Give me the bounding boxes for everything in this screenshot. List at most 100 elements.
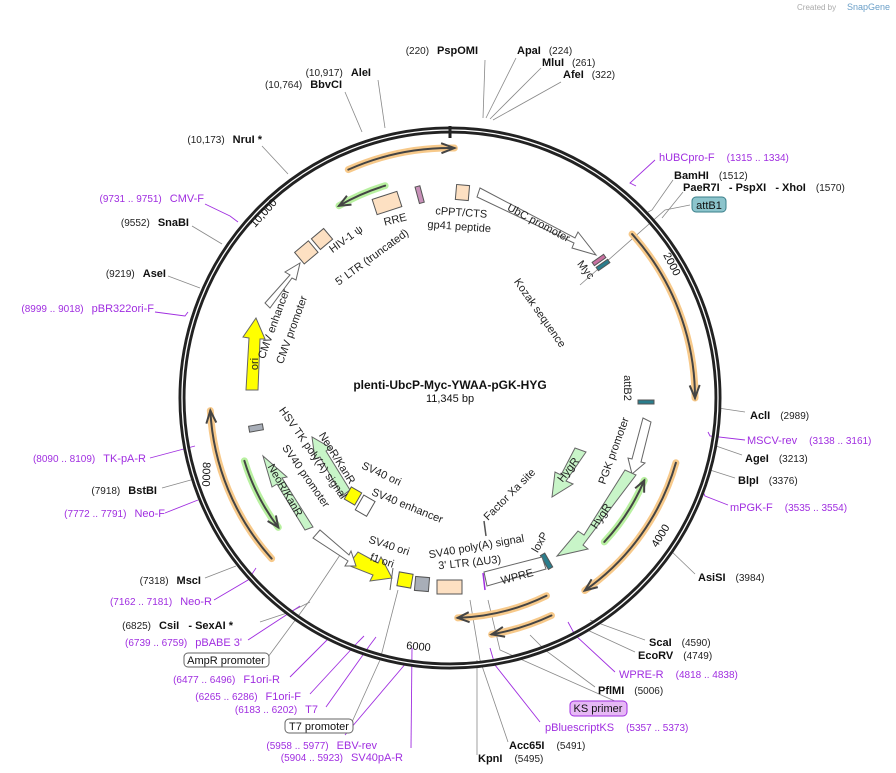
primer-sv40pa-r[interactable]: (5904 .. 5923)SV40pA-R [281, 752, 403, 764]
label-position: (5904 .. 5923) [281, 753, 343, 764]
label-position: (224) [549, 46, 572, 57]
label-ubc-promoter: UbC promoter [505, 202, 572, 245]
feature-pgk-promoter[interactable] [627, 417, 652, 475]
site-msci[interactable]: (7318)MscI [140, 575, 201, 587]
feature-wpre[interactable] [483, 556, 547, 587]
label-rre: RRE [383, 211, 408, 228]
site-csii-sexai[interactable]: (6825)CsiI - SexAI * [122, 620, 234, 632]
site-pspomi[interactable]: (220)PspOMI [406, 45, 478, 57]
attb1-text: attB1 [696, 200, 722, 212]
orf-bottom-inner-1-line[interactable] [456, 594, 548, 619]
site-bamhi[interactable]: BamHI(1512) [674, 170, 748, 182]
site-asisi[interactable]: AsiSI(3984) [698, 572, 764, 584]
feature-3ltr[interactable] [436, 579, 463, 595]
site-acli[interactable]: AclI(2989) [750, 410, 809, 422]
feature-sv40-promoter[interactable] [312, 529, 357, 567]
label-position: (6477 .. 6496) [173, 675, 235, 686]
site-mlui[interactable]: MluI(261) [542, 57, 595, 69]
feature-myc[interactable] [591, 253, 607, 267]
label-name: T7 [305, 704, 318, 716]
feature-cmv-enhancer[interactable] [264, 261, 301, 309]
site-alei[interactable]: (10,917)AleI [306, 67, 371, 79]
feature-cppt-cts[interactable] [454, 183, 471, 202]
primer-neo-f[interactable]: (7772 .. 7791)Neo-F [64, 508, 165, 520]
label-name: Neo-F [134, 508, 165, 520]
feature-hygr-2[interactable] [555, 469, 637, 557]
feature-sv40-ori-a[interactable] [343, 486, 363, 506]
attb1-label[interactable]: attB1 [691, 196, 727, 213]
site-ecorv[interactable]: EcoRV (4749) [638, 650, 712, 662]
site-kpni[interactable]: KpnI(5495) [478, 753, 543, 765]
feature-hiv-psi[interactable] [310, 227, 334, 251]
feature-hsv-tk[interactable] [248, 423, 264, 433]
label-position: (4749) [683, 651, 712, 662]
primer-wpre-r[interactable]: WPRE-R(4818 .. 4838) [619, 669, 738, 681]
ampr-promoter-label[interactable]: AmpR promoter [183, 652, 270, 668]
site-pflmi[interactable]: PflMI(5006) [598, 685, 663, 697]
feature-loxp[interactable] [539, 552, 554, 571]
primer-pbluescriptks[interactable]: pBluescriptKS(5357 .. 5373) [545, 722, 688, 734]
feature-ubc-promoter[interactable] [476, 187, 598, 256]
label-name: pBABE 3' [195, 637, 242, 649]
primer-f1ori-f[interactable]: (6265 .. 6286)F1ori-F [195, 691, 301, 703]
feature-rre[interactable] [371, 190, 403, 216]
label-factor-xa: Factor Xa site [482, 467, 538, 523]
orf-right-lower-line[interactable] [583, 461, 677, 592]
orf-left-line[interactable] [209, 409, 273, 560]
site-scai[interactable]: ScaI(4590) [649, 637, 711, 649]
primer-mpgk-f[interactable]: mPGK-F(3535 .. 3554) [730, 502, 847, 514]
label-name: EcoRV [638, 650, 674, 662]
site-snabi[interactable]: (9552)SnaBI [121, 217, 189, 229]
label-position: (3138 .. 3161) [809, 436, 871, 447]
feature-sv40-pa[interactable] [413, 575, 431, 593]
t7-promoter-label[interactable]: T7 promoter [284, 718, 354, 734]
feature-f1-ori[interactable] [389, 567, 394, 591]
site-blpi[interactable]: BlpI(3376) [738, 475, 798, 487]
site-nrui[interactable]: (10,173)NruI * [187, 134, 262, 146]
feature-sv40-promoter-arrow[interactable] [349, 551, 393, 582]
primer-f1ori-r[interactable]: (6477 .. 6496) F1ori-R [173, 674, 280, 686]
site-acc65i[interactable]: Acc65I(5491) [509, 740, 585, 752]
feature-sv40-enhancer[interactable] [354, 494, 376, 517]
green-right-line[interactable] [603, 479, 646, 543]
primer-cmv-f[interactable]: (9731 .. 9751)CMV-F [100, 193, 205, 205]
feature-neor-1[interactable] [311, 436, 351, 497]
primer-t7[interactable]: (6183 .. 6202)T7 [235, 704, 318, 716]
feature-factor-xa[interactable] [483, 520, 487, 537]
feature-gp41[interactable] [414, 185, 425, 205]
primer-neo-r[interactable]: (7162 .. 7181)Neo-R [110, 596, 212, 608]
primer-ebv-rev[interactable]: (5958 .. 5977)EBV-rev [266, 740, 377, 752]
label-position: (7318) [140, 576, 169, 587]
feature-sv40-ori-b[interactable] [396, 571, 414, 589]
orf-top-line[interactable] [347, 147, 456, 171]
label-hygr-2: HygR [589, 502, 614, 532]
label-hygr-1: HygR [555, 456, 581, 485]
site-bbvci[interactable]: (10,764)BbvCI [265, 79, 342, 91]
primer-hubcpro-f[interactable]: hUBCpro-F(1315 .. 1334) [659, 152, 789, 164]
site-asei[interactable]: (9219)AseI [106, 268, 166, 280]
site-agei[interactable]: AgeI(3213) [745, 453, 808, 465]
feature-hygr-1[interactable] [551, 447, 587, 498]
primer-pbr322ori-f[interactable]: (8999 .. 9018)pBR322ori-F [21, 303, 154, 315]
ks-primer-label[interactable]: KS primer [569, 700, 628, 717]
primer-tk-pa-r[interactable]: (8090 .. 8109)TK-pA-R [33, 453, 146, 465]
feature-ori[interactable] [242, 316, 266, 391]
feature-attb2[interactable] [637, 399, 655, 405]
site-afei[interactable]: AfeI(322) [563, 69, 615, 81]
primer-pbabe-3[interactable]: (6739 .. 6759)pBABE 3' [125, 637, 242, 649]
feature-5ltr[interactable] [293, 240, 319, 265]
label-name: AleI [351, 67, 371, 79]
label-name: F1ori-R [243, 674, 280, 686]
feature-kozak[interactable] [595, 258, 611, 272]
green-left-line[interactable] [243, 459, 280, 529]
primer-mscv-rev[interactable]: MSCV-rev(3138 .. 3161) [747, 435, 871, 447]
label-position: (4590) [682, 638, 711, 649]
label-name: CsiI - SexAI * [159, 620, 234, 632]
site-bstbi[interactable]: (7918)BstBI [91, 485, 157, 497]
label-position: (322) [592, 70, 615, 81]
site-apai[interactable]: ApaI(224) [517, 45, 572, 57]
site-paer7i-pspxi-xhoi[interactable]: PaeR7I - PspXI - XhoI(1570) [683, 182, 845, 194]
label-name: TK-pA-R [103, 453, 146, 465]
orf-right-line[interactable] [631, 233, 696, 399]
feature-neor-2[interactable] [262, 454, 314, 531]
